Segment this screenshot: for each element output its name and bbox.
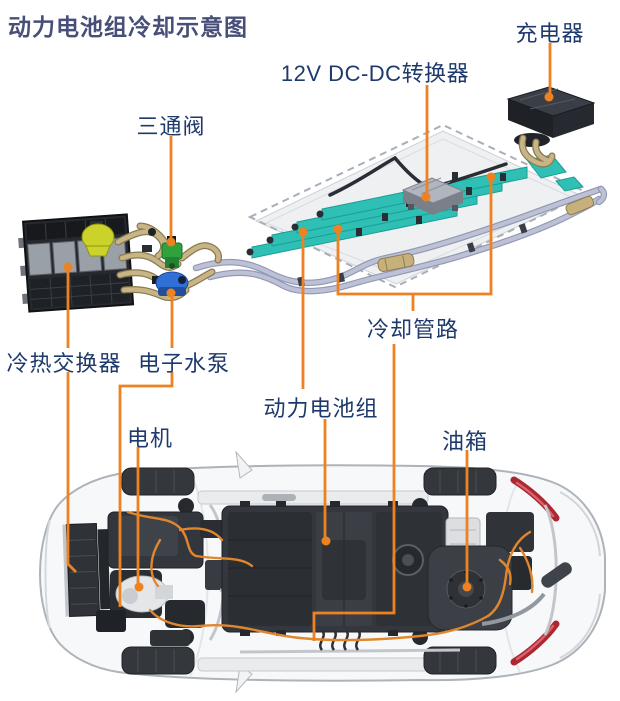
label-cooling-pipes: 冷却管路 — [366, 317, 460, 342]
side-mirror-left — [235, 450, 253, 479]
taillights — [510, 476, 560, 666]
leader-heat-exchanger-down — [66, 372, 77, 573]
vehicle-chassis-illustration — [38, 450, 606, 694]
leader-cooling-pipes-bracket — [336, 181, 493, 296]
label-heat-exchanger: 冷热交换器 — [6, 351, 122, 376]
heat-exchanger-unit — [18, 213, 135, 313]
leader-lines — [63, 43, 554, 641]
car-battery-pack — [221, 501, 449, 651]
label-fuel-tank: 油箱 — [441, 429, 489, 454]
label-charger: 充电器 — [515, 21, 585, 46]
coolant-reservoir — [81, 221, 115, 257]
charger-unit — [506, 86, 596, 168]
leader-water-pump-down — [118, 372, 174, 607]
label-motor: 电机 — [126, 426, 174, 451]
label-water-pump: 电子水泵 — [137, 351, 231, 376]
leader-cooling-pipes-down — [312, 344, 396, 641]
coolant-pipes-run — [192, 185, 608, 295]
page-title: 动力电池组冷却示意图 — [8, 14, 248, 40]
label-dcdc-converter: 12V DC-DC转换器 — [280, 61, 470, 86]
label-three-way-valve: 三通阀 — [136, 114, 206, 139]
tires — [121, 467, 497, 675]
hv-cables — [126, 510, 534, 642]
label-battery-pack: 动力电池组 — [263, 396, 379, 421]
